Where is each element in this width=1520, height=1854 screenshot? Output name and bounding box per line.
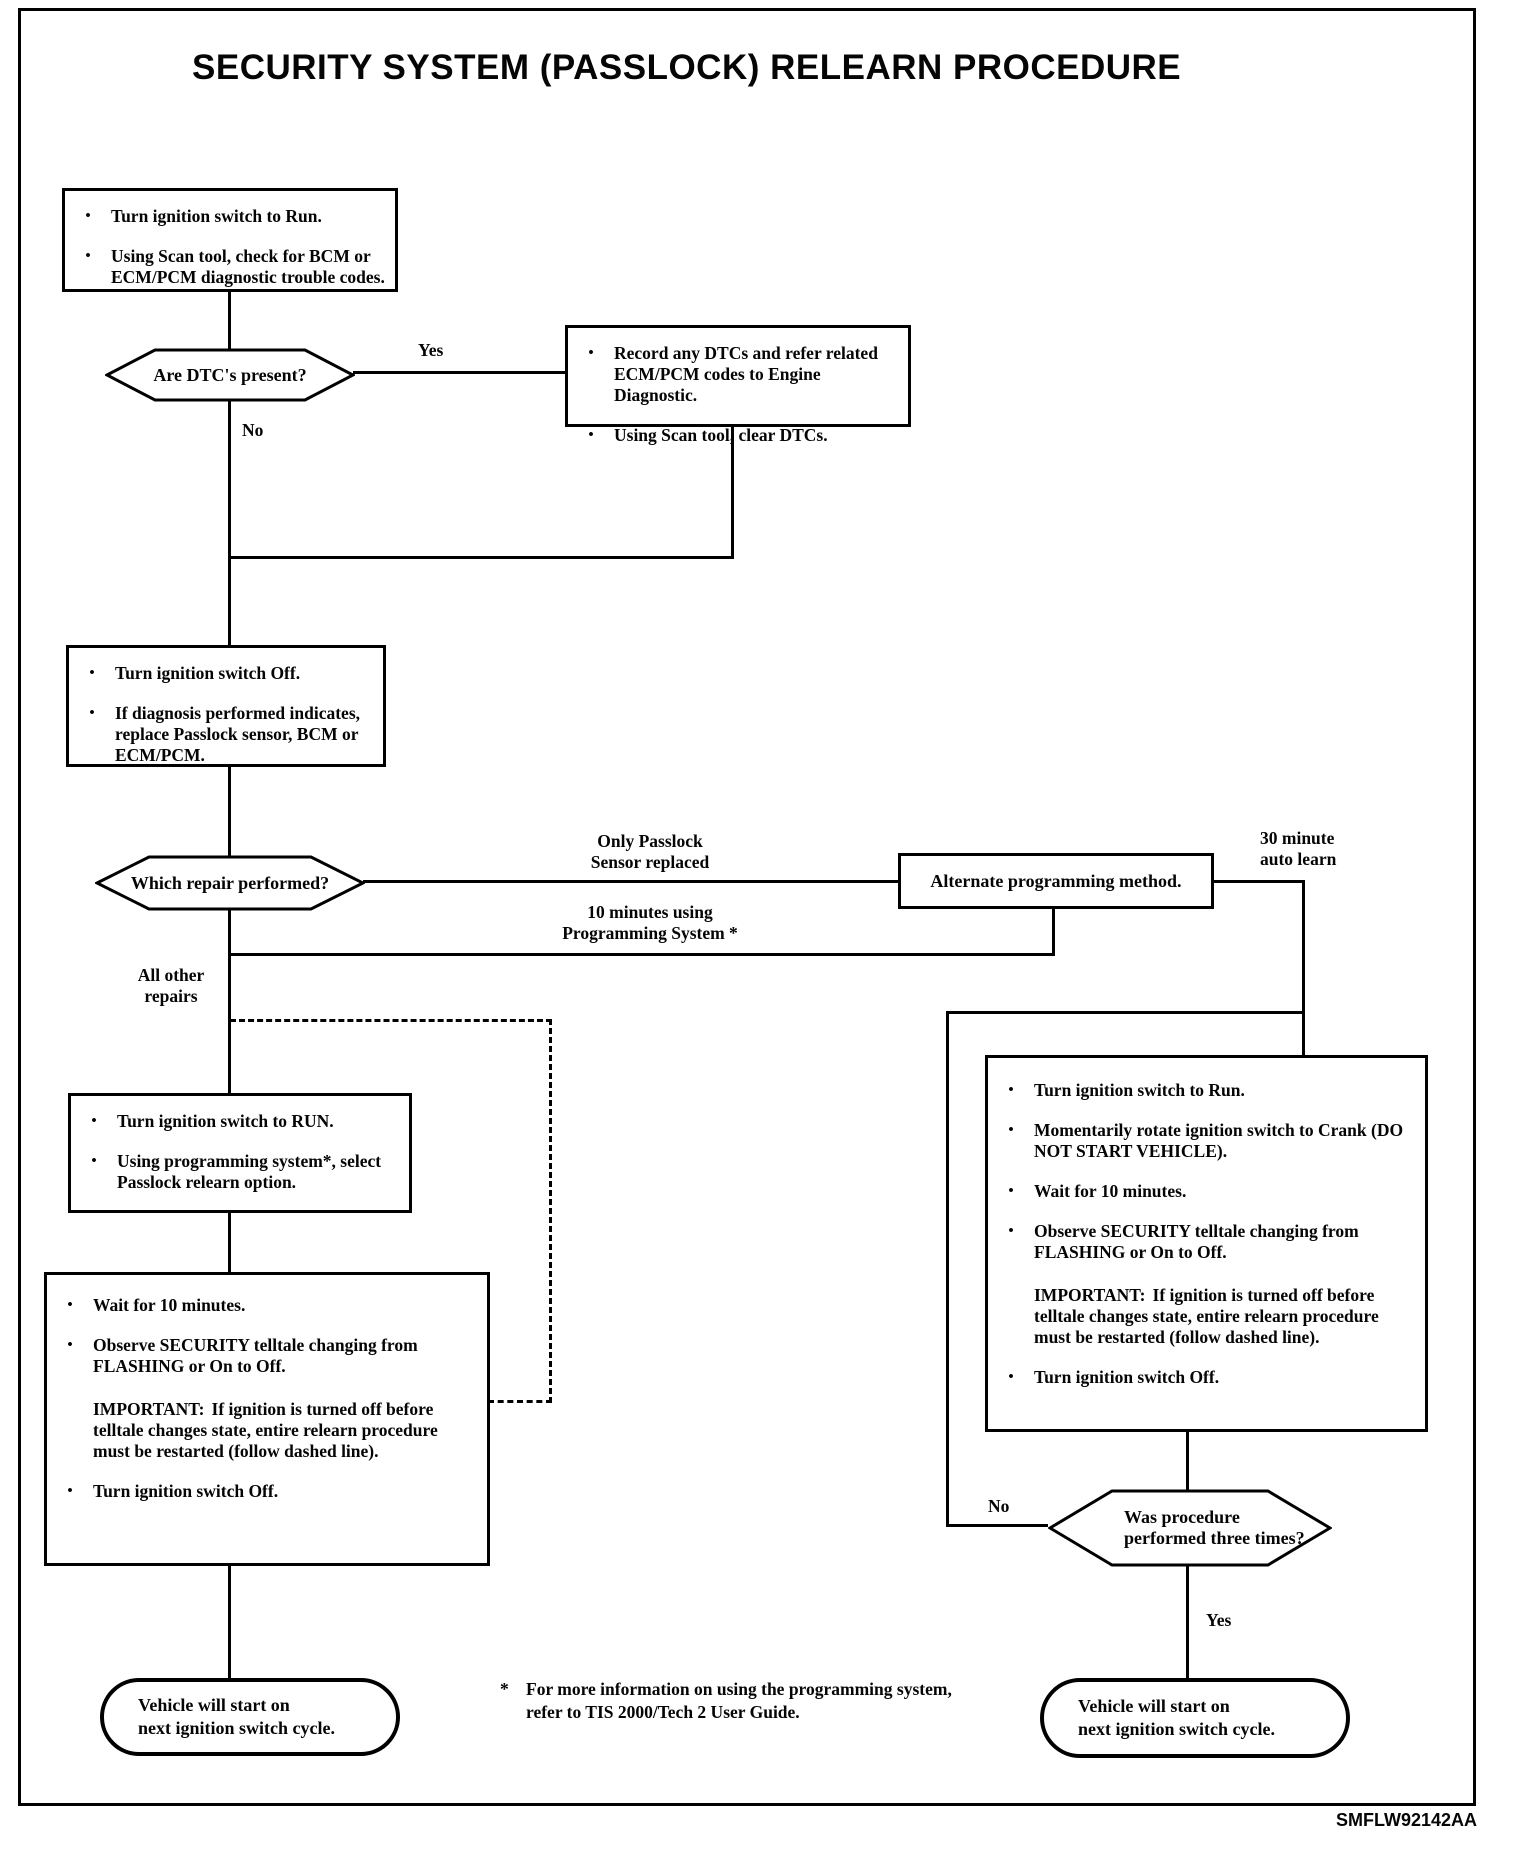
right-terminal: Vehicle will start on next ignition swit… — [1040, 1678, 1350, 1758]
hexagon-shape — [95, 855, 365, 911]
step-text: Using Scan tool, check for BCM or ECM/PC… — [111, 246, 385, 287]
bullet-icon: • — [588, 427, 594, 443]
dashed-restart-side — [549, 1019, 552, 1403]
label-yes-top: Yes — [418, 340, 444, 360]
connector-thirty-minute-v — [1302, 880, 1305, 1057]
dtc-decision: Are DTC's present? — [105, 348, 355, 402]
bullet-icon: • — [1008, 1082, 1014, 1098]
label-thirty-minute: 30 minute auto learn — [1260, 828, 1337, 869]
dashed-restart-bottom — [488, 1400, 552, 1403]
bullet-icon: • — [588, 345, 594, 361]
step-text: Turn ignition switch to Run. — [1034, 1080, 1245, 1100]
connector-yes-branch — [353, 371, 565, 374]
bullet-icon: • — [89, 665, 95, 681]
step-text: Turn ignition switch Off. — [93, 1481, 279, 1501]
step-text: Turn ignition switch Off. — [1034, 1367, 1220, 1387]
document-code: SMFLW92142AA — [1336, 1810, 1478, 1830]
connector-alt-down — [1052, 906, 1055, 955]
three-times-decision: Was procedure performed three times? — [1048, 1488, 1332, 1568]
label-no-top: No — [242, 420, 264, 440]
important-label: IMPORTANT: — [93, 1399, 205, 1419]
step-text: Using Scan tool, clear DTCs. — [614, 425, 828, 445]
connector-crank-to-decision — [1186, 1428, 1189, 1490]
connector-noloop-top — [946, 1011, 1305, 1014]
connector-noloop-side — [946, 1011, 949, 1527]
connector-ten-minute-return — [230, 953, 1055, 956]
bullet-icon: • — [1008, 1183, 1014, 1199]
relearn-option-box: • Turn ignition switch to RUN. • Using p… — [68, 1093, 412, 1213]
page-title: SECURITY SYSTEM (PASSLOCK) RELEARN PROCE… — [192, 48, 1182, 87]
important-text: If ignition is turned off before telltal… — [1034, 1285, 1379, 1347]
hexagon-shape — [1048, 1489, 1332, 1567]
connector-no-branch — [228, 398, 231, 647]
repair-decision: Which repair performed? — [95, 855, 365, 911]
bullet-icon: • — [91, 1153, 97, 1169]
step-text: Momentarily rotate ignition switch to Cr… — [1034, 1120, 1404, 1161]
crank-procedure-box: • Turn ignition switch to Run. • Momenta… — [985, 1055, 1428, 1432]
connector-noloop-bottom — [946, 1524, 1048, 1527]
step-text: Turn ignition switch to RUN. — [117, 1111, 334, 1131]
bullet-icon: • — [1008, 1369, 1014, 1385]
connector-thirty-minute-h — [1212, 880, 1305, 883]
bullet-icon: • — [67, 1337, 73, 1353]
bullet-icon: • — [1008, 1122, 1014, 1138]
bullet-icon: • — [67, 1297, 73, 1313]
step-text: Using programming system*, select Passlo… — [117, 1151, 382, 1192]
decision-label: Are DTC's present? — [153, 364, 307, 385]
step-text: Observe SECURITY telltale changing from … — [1034, 1221, 1359, 1262]
bullet-icon: • — [85, 248, 91, 264]
dashed-restart-top — [230, 1019, 552, 1022]
step-text: Observe SECURITY telltale changing from … — [93, 1335, 418, 1376]
connector-start-to-dtc — [228, 292, 231, 350]
connector-off-to-repair — [228, 763, 231, 857]
bullet-icon: • — [91, 1113, 97, 1129]
important-note: IMPORTANT:If ignition is turned off befo… — [1034, 1285, 1379, 1348]
footnote: * For more information on using the prog… — [500, 1678, 1060, 1724]
step-text: If diagnosis performed indicates, replac… — [115, 703, 360, 765]
decision-label: Which repair performed? — [130, 872, 330, 893]
bullet-icon: • — [85, 208, 91, 224]
step-text: Turn ignition switch Off. — [115, 663, 301, 683]
connector-record-down — [731, 427, 734, 558]
footnote-line: refer to TIS 2000/Tech 2 User Guide. — [526, 1702, 800, 1722]
left-terminal: Vehicle will start on next ignition swit… — [100, 1678, 400, 1756]
decision-label: Was procedure performed three times? — [1124, 1507, 1305, 1548]
alternate-method-box: Alternate programming method. — [898, 853, 1214, 909]
connector-relearn-to-wait — [228, 1209, 231, 1274]
step-text: Turn ignition switch to Run. — [111, 206, 322, 226]
label-all-other: All other repairs — [137, 965, 205, 1006]
wait-observe-box: • Wait for 10 minutes. • Observe SECURIT… — [44, 1272, 490, 1566]
page-border — [18, 8, 1476, 1806]
box-label: Alternate programming method. — [930, 870, 1182, 891]
connector-record-return — [230, 556, 734, 559]
terminal-line: Vehicle will start on — [1078, 1696, 1230, 1716]
connector-yes-to-end — [1186, 1564, 1189, 1680]
important-label: IMPORTANT: — [1034, 1285, 1146, 1305]
step-text: Wait for 10 minutes. — [93, 1295, 246, 1315]
terminal-line: next ignition switch cycle. — [1078, 1719, 1275, 1739]
footnote-line: For more information on using the progra… — [526, 1679, 952, 1699]
label-yes-bottom: Yes — [1206, 1610, 1232, 1630]
start-box: • Turn ignition switch to Run. • Using S… — [62, 188, 398, 292]
record-dtcs-box: • Record any DTCs and refer related ECM/… — [565, 325, 911, 445]
bullet-icon: • — [67, 1483, 73, 1499]
important-text: If ignition is turned off before telltal… — [93, 1399, 438, 1461]
bullet-icon: • — [1008, 1223, 1014, 1239]
asterisk-icon: * — [500, 1679, 509, 1699]
connector-all-other-stem — [228, 907, 231, 1095]
bullet-icon: • — [89, 705, 95, 721]
step-text: Record any DTCs and refer related ECM/PC… — [614, 343, 878, 405]
terminal-line: Vehicle will start on — [138, 1695, 290, 1715]
terminal-line: next ignition switch cycle. — [138, 1718, 335, 1738]
hexagon-shape — [105, 348, 355, 402]
connector-wait-to-end — [228, 1562, 231, 1680]
ignition-off-box: • Turn ignition switch Off. • If diagnos… — [66, 645, 386, 767]
label-no-bottom: No — [988, 1496, 1010, 1516]
important-note: IMPORTANT:If ignition is turned off befo… — [93, 1399, 438, 1462]
connector-only-passlock — [363, 880, 900, 883]
step-text: Wait for 10 minutes. — [1034, 1181, 1187, 1201]
label-ten-minutes: 10 minutes using Programming System * — [562, 902, 738, 943]
label-only-passlock: Only Passlock Sensor replaced — [590, 831, 710, 872]
